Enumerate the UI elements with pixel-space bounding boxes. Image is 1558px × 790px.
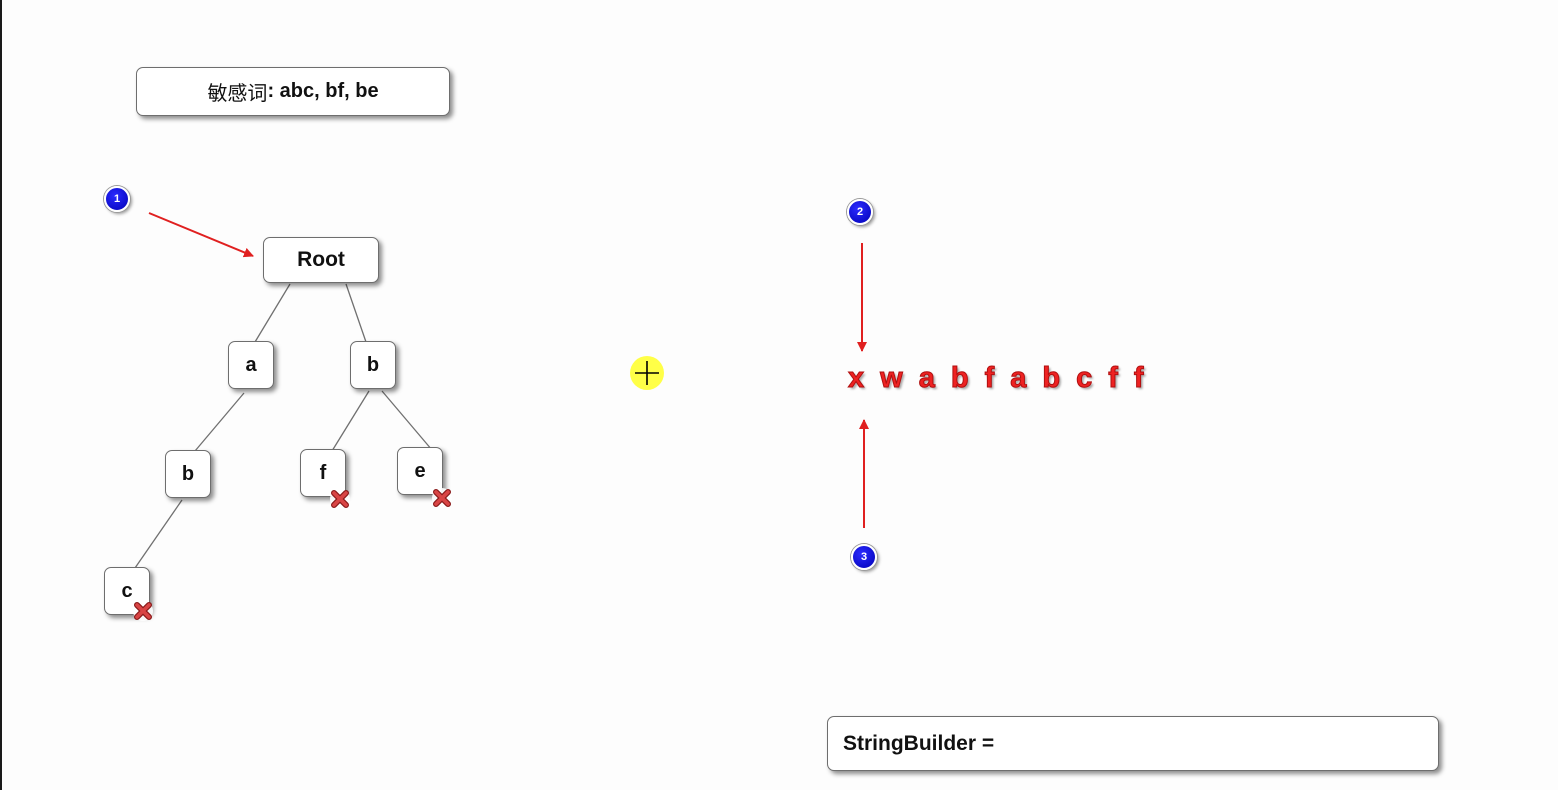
- string-builder-box: StringBuilder =: [827, 716, 1439, 771]
- sequence-char: c: [1076, 362, 1093, 395]
- input-sequence: x w a b f a b c f f: [847, 362, 1144, 395]
- sequence-char: b: [1042, 362, 1061, 395]
- edge-b-c: [134, 499, 183, 569]
- step-badge-3: 3: [851, 544, 877, 570]
- sequence-char: b: [950, 362, 969, 395]
- left-border: [0, 0, 2, 790]
- edge-a-b: [194, 392, 245, 452]
- sensitive-words-list: : abc, bf, be: [267, 80, 379, 102]
- tree-node-be: e: [397, 447, 443, 495]
- tree-node-bf: f: [300, 449, 346, 497]
- sequence-char: x: [847, 362, 865, 395]
- step-badge-1: 1: [104, 186, 130, 212]
- tree-root-node: Root: [263, 237, 379, 283]
- red-cross-icon: [330, 489, 350, 509]
- pointer-1-arrow: [148, 212, 254, 258]
- step-badge-2: 2: [847, 199, 873, 225]
- edge-root-b: [345, 283, 367, 343]
- edge-b-f: [331, 390, 370, 452]
- tree-node-a: a: [228, 341, 274, 389]
- edge-b-e: [381, 390, 433, 451]
- tree-node-ab: b: [165, 450, 211, 498]
- red-cross-icon: [133, 601, 153, 621]
- red-cross-icon: [432, 488, 452, 508]
- sequence-char: a: [918, 362, 935, 395]
- sequence-char: f: [984, 362, 995, 395]
- string-builder-label: StringBuilder =: [843, 731, 995, 755]
- sensitive-words-prefix: 敏感词: [207, 81, 268, 105]
- sequence-char: f: [1133, 362, 1144, 395]
- sequence-char: f: [1108, 362, 1119, 395]
- tree-node-b: b: [350, 341, 396, 389]
- crosshair-cursor-icon: [630, 356, 664, 390]
- edge-root-a: [254, 283, 291, 343]
- sensitive-words-title: 敏感词: abc, bf, be: [136, 67, 450, 116]
- sequence-char: a: [1010, 362, 1027, 395]
- sequence-char: w: [880, 362, 904, 395]
